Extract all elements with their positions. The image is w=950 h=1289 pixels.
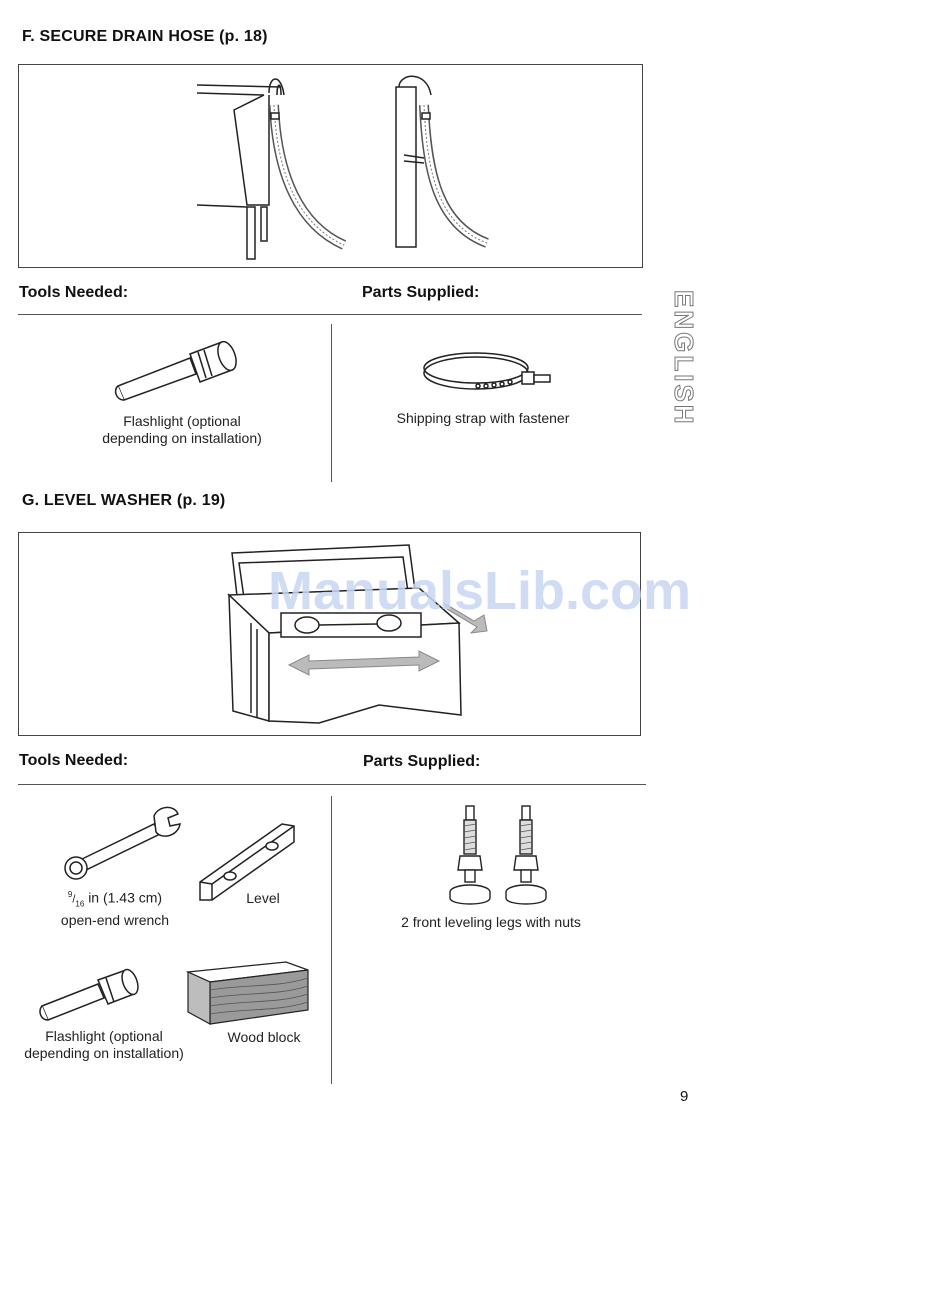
shipping-strap-caption: Shipping strap with fastener (396, 410, 570, 426)
washer-diagram-icon (227, 544, 488, 724)
wrench-icon (64, 806, 181, 880)
flashlight-caption: Flashlight (optional depending on instal… (102, 413, 262, 446)
leveling-legs-illustration (448, 804, 558, 912)
wood-block-illustration (186, 960, 310, 1026)
section-g-parts-label: Parts Supplied: (363, 753, 481, 770)
drain-hose-diagram-icon (196, 75, 489, 260)
section-f-parts-label: Parts Supplied: (362, 284, 480, 301)
drain-hose-illustration (18, 64, 643, 268)
leveling-leg-icon (449, 805, 547, 905)
wrench-caption: 9/16 in (1.43 cm) open-end wrench (60, 889, 170, 929)
section-f-title: F. SECURE DRAIN HOSE (p. 18) (22, 28, 268, 45)
section-g-title: G. LEVEL WASHER (p. 19) (22, 492, 226, 509)
section-f-column-divider (331, 324, 332, 482)
wrench-illustration (62, 802, 182, 882)
shipping-strap-icon (423, 352, 551, 390)
flashlight-icon (39, 968, 139, 1021)
flashlight-illustration (110, 336, 250, 404)
level-caption: Level (246, 890, 280, 906)
level-icon (199, 823, 295, 901)
flashlight-illustration-g (36, 964, 146, 1024)
level-washer-illustration (18, 532, 641, 736)
page-number: 9 (680, 1088, 689, 1105)
wood-block-icon (186, 961, 309, 1026)
flashlight-icon (114, 340, 237, 401)
section-f-divider (18, 314, 642, 315)
wood-block-caption: Wood block (227, 1029, 301, 1045)
section-f-tools-label: Tools Needed: (19, 284, 129, 301)
flashlight-caption-g: Flashlight (optional depending on instal… (24, 1028, 184, 1061)
shipping-strap-illustration (418, 346, 558, 396)
section-g-column-divider (331, 796, 332, 1084)
section-g-divider (18, 784, 646, 785)
watermark-text: ManualsLib.com (268, 561, 692, 621)
leveling-legs-caption: 2 front leveling legs with nuts (401, 914, 581, 930)
level-illustration (196, 816, 298, 908)
language-tab: ENGLISH (669, 290, 700, 428)
section-g-tools-label: Tools Needed: (19, 752, 129, 769)
